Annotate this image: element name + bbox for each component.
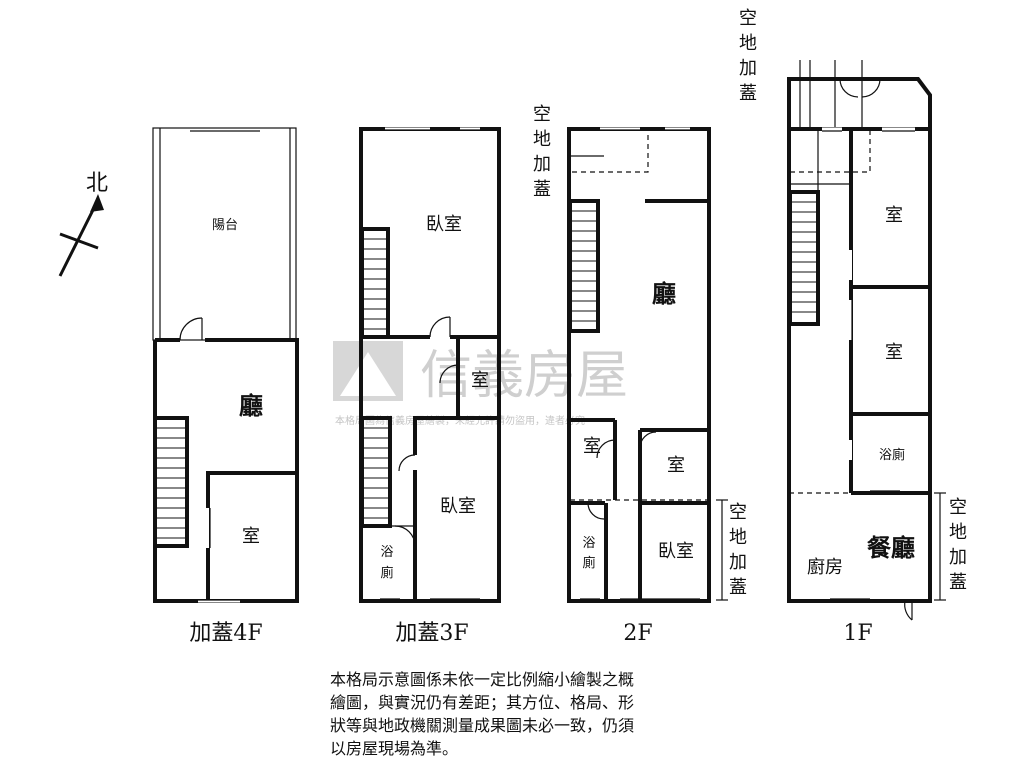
room-top-label: 室 xyxy=(885,205,903,226)
room-label: 室 xyxy=(471,370,489,391)
room-right-label: 室 xyxy=(667,455,685,476)
annex-top-label-3: 加 xyxy=(533,154,551,175)
room-label: 室 xyxy=(242,526,260,547)
annex-top-label-1: 空 xyxy=(739,8,757,29)
floor-name: 1F xyxy=(843,621,872,646)
floor-3f-plan: 臥室 室 臥室 浴 廁 加蓋3F xyxy=(359,127,501,646)
annex-top-label-2: 地 xyxy=(739,33,757,54)
balcony-label: 陽台 xyxy=(212,218,238,233)
watermark-logo xyxy=(333,341,403,401)
north-arrow-icon: 北 xyxy=(58,171,108,277)
dining-label: 餐廳 xyxy=(867,533,915,562)
kitchen-label: 廚房 xyxy=(807,556,843,578)
annex-top-label-2: 地 xyxy=(533,129,551,150)
floor-1f-plan: 室 室 浴廁 廚房 餐廳 空 地 加 蓋 空 地 加 蓋 1F xyxy=(739,8,967,646)
disclaimer-line: 狀等與地政機關測量成果圖未必一致，仍須 xyxy=(330,716,635,735)
annex-right-label-2: 地 xyxy=(949,522,967,543)
annex-top-label-1: 空 xyxy=(533,104,551,125)
disclaimer-line: 繪圖，與實況仍有差距；其方位、格局、形 xyxy=(330,693,635,712)
floor-name: 2F xyxy=(623,621,652,646)
watermark-notice: 本格局圖為信義房屋繪製，未經允許請勿盜用，違者必究 xyxy=(335,414,585,427)
annex-right-label-2: 地 xyxy=(729,527,747,548)
floor-name: 加蓋3F xyxy=(395,621,468,646)
north-label: 北 xyxy=(86,171,108,196)
watermark: 信義房屋 本格局圖為信義房屋繪製，未經允許請勿盜用，違者必究 xyxy=(333,341,628,427)
annex-right-label-3: 加 xyxy=(729,552,747,573)
floor-4f-plan: 陽台 廳 室 加蓋4F xyxy=(152,127,299,646)
bedroom-bottom-label: 臥室 xyxy=(440,496,476,517)
disclaimer-line: 以房屋現場為準。 xyxy=(330,739,459,758)
watermark-brand: 信義房屋 xyxy=(420,346,628,406)
floor-name: 加蓋4F xyxy=(189,621,262,646)
disclaimer-note: 本格局示意圖係未依一定比例縮小繪製之概 繪圖，與實況仍有差距；其方位、格局、形 … xyxy=(330,668,750,760)
annex-right-label-1: 空 xyxy=(949,497,967,518)
room-mid-label: 室 xyxy=(885,342,903,363)
bath-label: 浴廁 xyxy=(879,447,905,463)
annex-top-label-3: 加 xyxy=(739,58,757,79)
living-room-label: 廳 xyxy=(652,279,676,308)
floor-2f-plan: 廳 室 室 浴 廁 臥室 空 地 加 蓋 空 地 加 蓋 2F xyxy=(533,104,747,646)
annex-right-label-3: 加 xyxy=(949,547,967,568)
annex-top-label-4: 蓋 xyxy=(739,83,757,104)
bath-label-1: 浴 xyxy=(380,545,393,560)
living-room-label: 廳 xyxy=(239,391,263,420)
annex-right-label-4: 蓋 xyxy=(729,577,747,598)
bath-label-1: 浴 xyxy=(582,536,595,551)
annex-top-label-4: 蓋 xyxy=(533,179,551,200)
room-left-label: 室 xyxy=(583,436,601,457)
bath-label-2: 廁 xyxy=(380,565,393,581)
bath-label-2: 廁 xyxy=(582,555,595,571)
bedroom-top-label: 臥室 xyxy=(426,214,462,235)
annex-right-label-4: 蓋 xyxy=(949,572,967,593)
disclaimer-line: 本格局示意圖係未依一定比例縮小繪製之概 xyxy=(330,670,635,689)
annex-right-label-1: 空 xyxy=(729,502,747,523)
bedroom-label: 臥室 xyxy=(658,541,694,562)
